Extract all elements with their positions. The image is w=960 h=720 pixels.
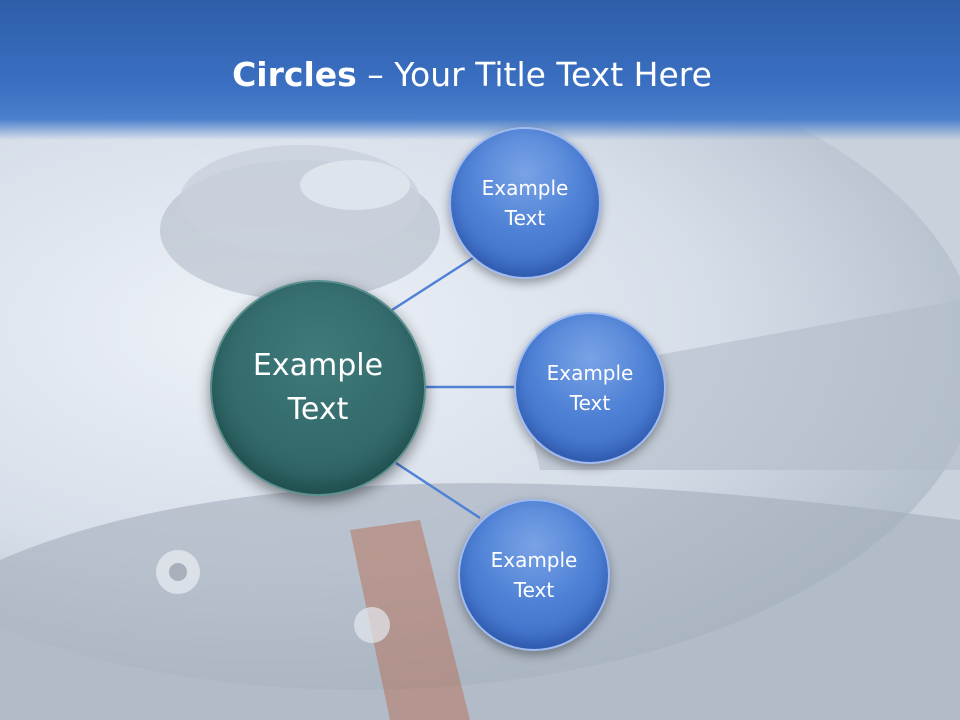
slide-title[interactable]: Circles – Your Title Text Here <box>0 52 944 98</box>
node-label: Example Text <box>531 358 649 418</box>
connector-line-top <box>391 254 477 312</box>
center-label-line2: Text <box>287 392 349 427</box>
node-bottom-line1: Example <box>490 548 578 572</box>
node-middle-line2: Text <box>569 391 611 415</box>
center-label-line1: Example <box>252 348 384 383</box>
node-top-line1: Example <box>481 176 569 200</box>
center-circle[interactable]: Example Text <box>210 280 426 496</box>
node-bottom-line2: Text <box>513 578 555 602</box>
node-middle-line1: Example <box>546 361 634 385</box>
circle-node-bottom[interactable]: Example Text <box>458 499 610 651</box>
connector-line-bottom <box>395 461 481 520</box>
circle-node-middle[interactable]: Example Text <box>514 312 666 464</box>
node-top-line2: Text <box>504 206 546 230</box>
title-bar <box>0 0 960 140</box>
node-label: Example Text <box>466 173 584 233</box>
title-rest: – Your Title Text Here <box>356 55 712 94</box>
circle-node-top[interactable]: Example Text <box>449 127 601 279</box>
title-bold: Circles <box>232 55 357 94</box>
center-circle-label: Example Text <box>233 344 403 432</box>
node-label: Example Text <box>475 545 593 605</box>
